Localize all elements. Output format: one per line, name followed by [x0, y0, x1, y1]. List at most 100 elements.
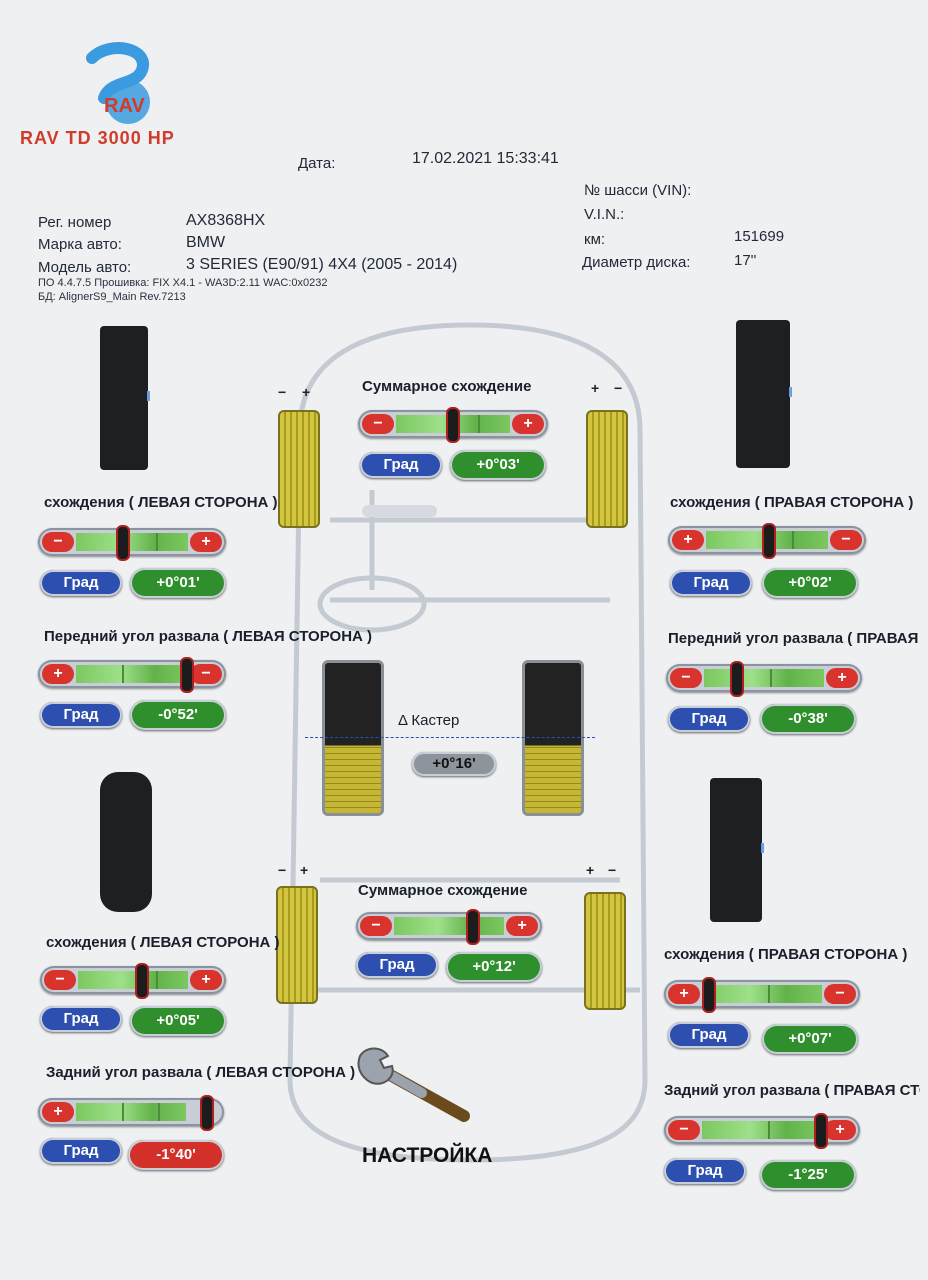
vin-label: № шасси (VIN):	[584, 182, 692, 199]
front-right-toe-title-wrap: схождения ( ПРАВАЯ СТОРОНА )	[670, 494, 920, 511]
rear-right-wheel-icon	[584, 892, 626, 1010]
front-right-camber-title: Передний угол развала ( ПРАВАЯ СТОРОНА )	[668, 630, 920, 647]
software-line: ПО 4.4.7.5 Прошивка: FIX X4.1 - WA3D:2.1…	[38, 277, 328, 289]
rear-right-toe-value: +0°07'	[762, 1024, 858, 1054]
front-total-toe-value: +0°03'	[450, 450, 546, 480]
rear-left-toe-title: схождения ( ЛЕВАЯ СТОРОНА )	[46, 934, 280, 951]
fr-plus-sign: +	[591, 380, 600, 396]
gauge-minus: −	[824, 984, 856, 1004]
front-left-camber-value: -0°52'	[130, 700, 226, 730]
front-right-tire-icon	[736, 320, 792, 468]
rear-right-camber-gauge: − +	[664, 1113, 860, 1149]
front-left-toe-gauge: − +	[38, 525, 226, 561]
gauge-needle	[115, 525, 130, 561]
rav-logo-icon: RAV	[86, 42, 150, 124]
km-value: 151699	[734, 228, 785, 245]
gauge-minus: −	[360, 916, 392, 936]
front-left-tire-icon	[100, 326, 150, 470]
gauge-needle	[729, 661, 744, 697]
rr-plus-sign: +	[586, 862, 595, 878]
vin-label-2: V.I.N.:	[584, 206, 625, 223]
model-label: Модель авто:	[38, 259, 132, 276]
gauge-plus: +	[506, 916, 538, 936]
rear-right-tire-icon	[710, 778, 764, 922]
gauge-minus: −	[44, 970, 76, 990]
logo-text: RAV	[104, 95, 145, 117]
front-right-camber-title-wrap: Передний угол развала ( ПРАВАЯ СТОРОНА )	[668, 630, 920, 647]
front-right-wheel-icon	[586, 410, 628, 528]
rear-total-toe-gauge: − +	[356, 909, 542, 945]
gauge-minus: −	[830, 530, 862, 550]
front-total-toe-gauge: − +	[358, 407, 548, 443]
rear-left-toe-grad-button[interactable]: Град	[40, 1006, 122, 1032]
km-label: км:	[584, 231, 606, 248]
front-left-camber-gauge: + −	[38, 657, 226, 693]
gauge-plus: +	[190, 532, 222, 552]
rear-left-camber-title: Задний угол развала ( ЛЕВАЯ СТОРОНА )	[46, 1064, 356, 1081]
gauge-minus: −	[42, 532, 74, 552]
gauge-plus: +	[826, 668, 858, 688]
gauge-needle	[813, 1113, 828, 1149]
front-left-camber-grad-button[interactable]: Град	[40, 702, 122, 728]
rear-right-toe-grad-button[interactable]: Град	[668, 1022, 750, 1048]
gauge-minus: −	[362, 414, 394, 434]
left-caster-tire-icon	[322, 660, 384, 816]
gauge-needle	[200, 1095, 215, 1131]
rear-right-camber-grad-button[interactable]: Град	[664, 1158, 746, 1184]
front-total-toe-grad-button[interactable]: Град	[360, 452, 442, 478]
right-caster-tire-icon	[522, 660, 584, 816]
front-right-camber-value: -0°38'	[760, 704, 856, 734]
rim-label: Диаметр диска:	[582, 254, 691, 271]
date-label: Дата:	[298, 155, 336, 172]
front-left-toe-grad-button[interactable]: Град	[40, 570, 122, 596]
rim-value: 17''	[734, 252, 757, 269]
front-total-toe-title: Суммарное схождение	[362, 378, 532, 395]
rear-left-tire-icon	[100, 772, 152, 912]
gauge-needle	[702, 977, 717, 1013]
front-right-camber-gauge: − +	[666, 661, 862, 697]
gauge-needle	[446, 407, 461, 443]
caster-reference-line	[305, 737, 595, 738]
front-right-toe-grad-button[interactable]: Град	[670, 570, 752, 596]
front-left-wheel-icon	[278, 410, 320, 528]
rear-right-toe-title: схождения ( ПРАВАЯ СТОРОНА )	[664, 946, 908, 963]
rr-minus-sign: −	[608, 862, 617, 878]
front-left-toe-value: +0°01'	[130, 568, 226, 598]
fl-minus-sign: −	[278, 384, 287, 400]
front-right-camber-grad-button[interactable]: Град	[668, 706, 750, 732]
gauge-plus: +	[190, 970, 222, 990]
gauge-plus: +	[42, 1102, 74, 1122]
rear-right-camber-title: Задний угол развала ( ПРАВАЯ СТОРОНА )	[664, 1082, 920, 1099]
front-left-camber-title: Передний угол развала ( ЛЕВАЯ СТОРОНА )	[44, 628, 373, 645]
front-right-toe-title: схождения ( ПРАВАЯ СТОРОНА )	[670, 494, 914, 511]
gauge-plus: +	[672, 530, 704, 550]
rear-left-camber-value: -1°40'	[128, 1140, 224, 1170]
rl-minus-sign: −	[278, 862, 287, 878]
rear-left-camber-gauge: +	[38, 1095, 224, 1131]
reg-label: Рег. номер	[38, 214, 112, 231]
gauge-minus: −	[670, 668, 702, 688]
gauge-plus: +	[824, 1120, 856, 1140]
make-label: Марка авто:	[38, 236, 122, 253]
rear-left-wheel-icon	[276, 886, 318, 1004]
setup-button-label[interactable]: НАСТРОЙКА	[362, 1144, 493, 1167]
model-value: 3 SERIES (E90/91) 4X4 (2005 - 2014)	[186, 256, 458, 273]
wrench-icon[interactable]	[352, 1046, 476, 1126]
rear-right-camber-value: -1°25'	[760, 1160, 856, 1190]
fl-plus-sign: +	[302, 384, 311, 400]
caster-label: Δ Кастер	[398, 712, 460, 729]
rear-left-camber-grad-button[interactable]: Град	[40, 1138, 122, 1164]
rear-right-toe-gauge: + −	[664, 977, 860, 1013]
rear-right-toe-title-wrap: схождения ( ПРАВАЯ СТОРОНА )	[664, 946, 920, 963]
rear-left-toe-gauge: − +	[40, 963, 226, 999]
gauge-needle	[466, 909, 481, 945]
rear-total-toe-grad-button[interactable]: Град	[356, 952, 438, 978]
reg-value: AX8368HX	[186, 212, 266, 229]
gauge-needle	[179, 657, 194, 693]
gauge-minus: −	[668, 1120, 700, 1140]
gauge-plus: +	[42, 664, 74, 684]
front-left-toe-title: схождения ( ЛЕВАЯ СТОРОНА )	[44, 494, 278, 511]
rear-right-camber-title-wrap: Задний угол развала ( ПРАВАЯ СТОРОНА )	[664, 1082, 920, 1099]
db-line: БД: AlignerS9_Main Rev.7213	[38, 291, 186, 303]
